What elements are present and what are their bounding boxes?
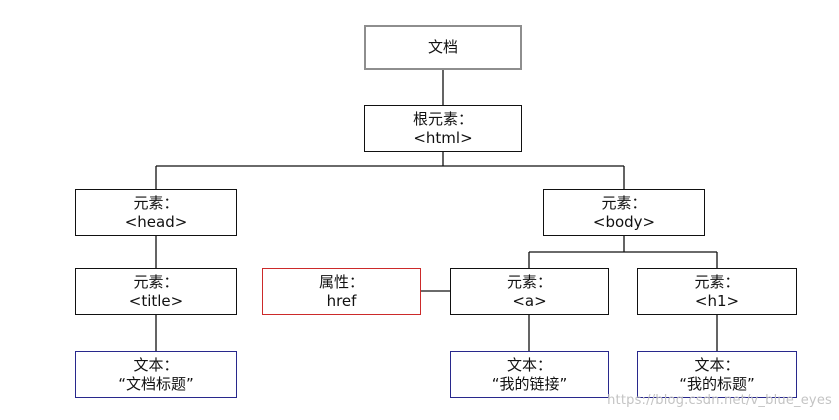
node-h1-text: 文本： “我的标题” <box>637 351 797 398</box>
node-html-tag: <html> <box>413 128 473 147</box>
node-a-tag: <a> <box>512 291 547 310</box>
node-document-label: 文档 <box>427 38 458 56</box>
node-title-text: 文本： “文档标题” <box>75 351 237 398</box>
node-href-name: href <box>326 291 357 310</box>
node-href-attribute: 属性： href <box>262 268 421 315</box>
node-a-text-value: “我的链接” <box>491 374 568 393</box>
node-title-tag: <title> <box>128 291 184 310</box>
node-document: 文档 <box>364 25 522 70</box>
node-head-tag: <head> <box>124 212 188 231</box>
node-href-kind: 属性： <box>318 272 364 291</box>
node-h1-kind: 元素： <box>694 272 740 291</box>
node-a-element: 元素： <a> <box>450 268 609 315</box>
node-h1-text-kind: 文本： <box>694 355 740 374</box>
node-title-element: 元素： <title> <box>75 268 237 315</box>
node-body-element: 元素： <body> <box>543 189 705 236</box>
node-head-kind: 元素： <box>133 193 179 212</box>
node-title-kind: 元素： <box>133 272 179 291</box>
node-body-kind: 元素： <box>601 193 647 212</box>
node-a-text: 文本： “我的链接” <box>450 351 609 398</box>
node-html-root-element: 根元素： <html> <box>364 105 522 152</box>
node-h1-text-value: “我的标题” <box>679 374 755 393</box>
node-a-kind: 元素： <box>506 272 552 291</box>
node-html-kind: 根元素： <box>412 109 473 128</box>
node-title-text-value: “文档标题” <box>118 374 194 393</box>
node-a-text-kind: 文本： <box>506 355 552 374</box>
node-h1-tag: <h1> <box>694 291 740 310</box>
node-head-element: 元素： <head> <box>75 189 237 236</box>
node-body-tag: <body> <box>592 212 656 231</box>
node-title-text-kind: 文本： <box>133 355 179 374</box>
node-h1-element: 元素： <h1> <box>637 268 797 315</box>
watermark-text: https://blog.csdn.net/v_blue_eyes <box>607 393 832 408</box>
